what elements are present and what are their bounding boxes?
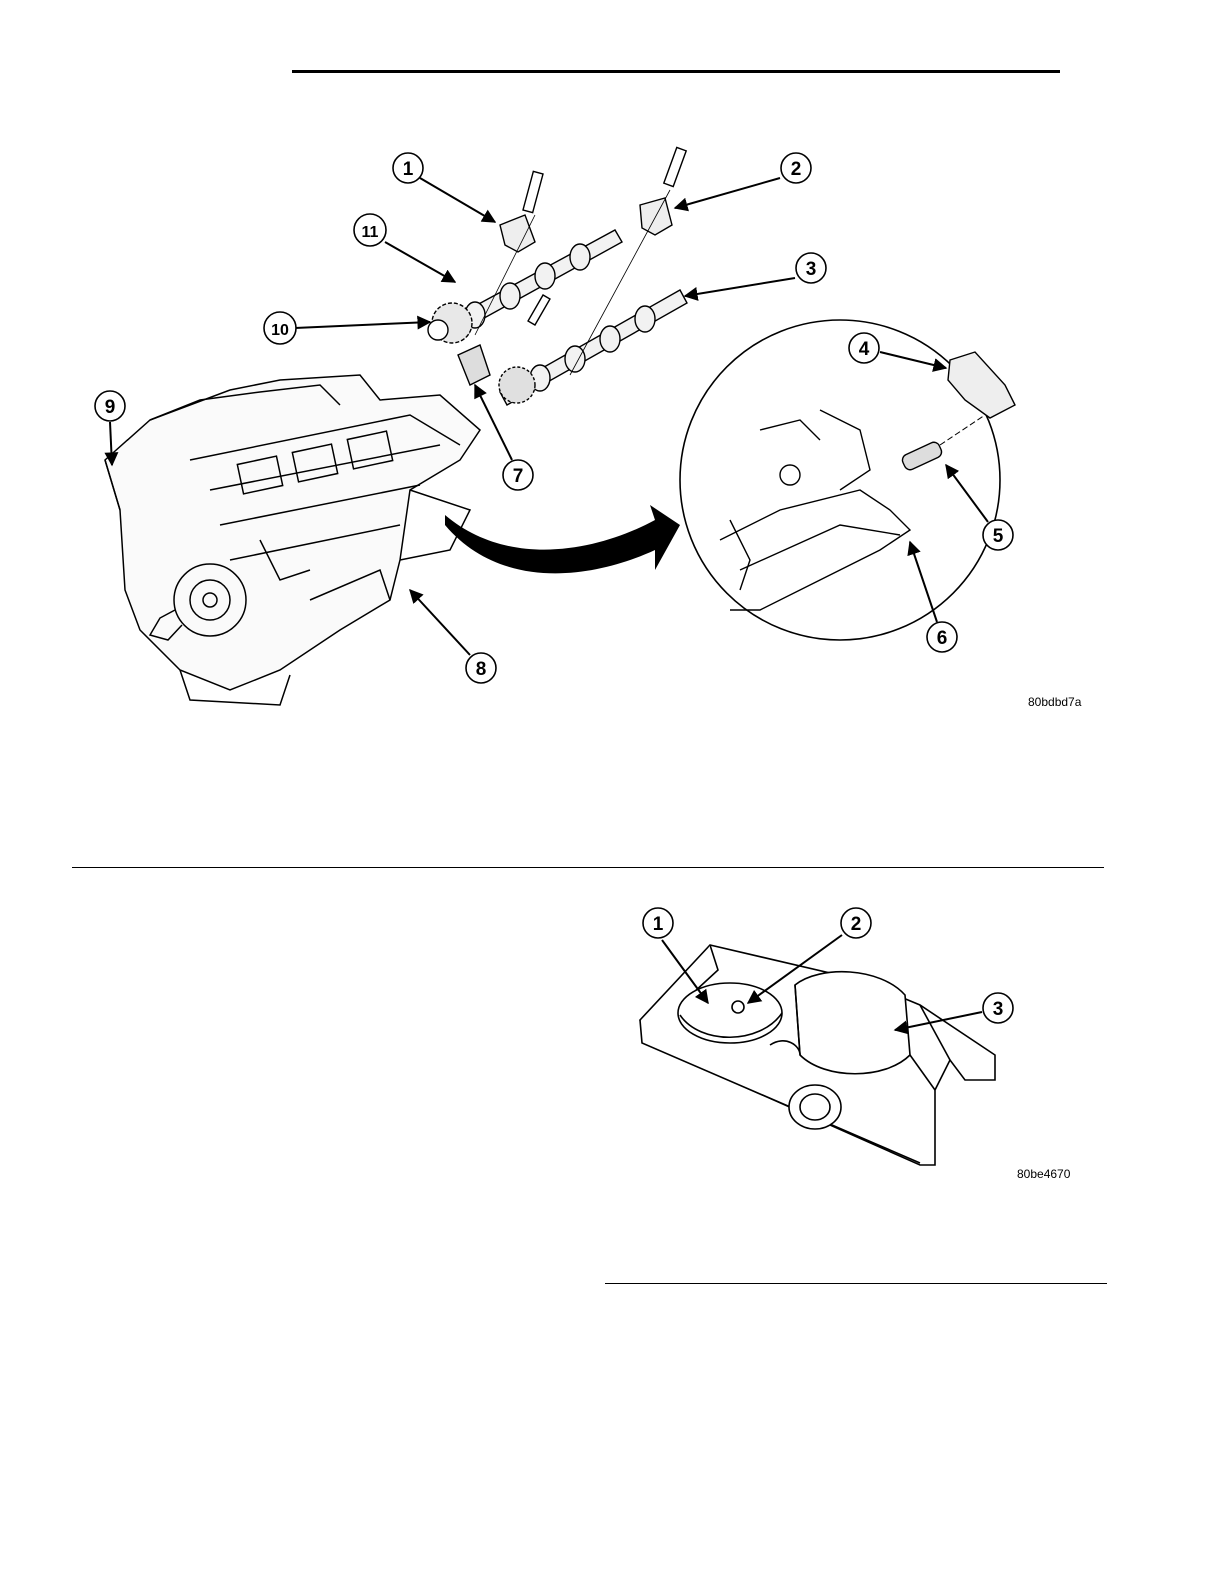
rocker-arm-drawing: [640, 945, 995, 1165]
svg-text:4: 4: [859, 339, 870, 360]
engine-block-drawing: [105, 375, 480, 705]
figure-2-illustration: 1 2 3 80be4670: [620, 895, 1090, 1190]
figure-camshaft-exploded-view: 1 2 3 4 5 6 7 8: [80, 130, 1100, 720]
figure-1-illustration: 1 2 3 4 5 6 7 8: [80, 130, 1100, 720]
callout-9: 9: [95, 391, 125, 421]
figure-rocker-arm: 1 2 3 80be4670: [620, 895, 1090, 1190]
callout-6: 6: [927, 622, 957, 652]
svg-text:5: 5: [993, 526, 1004, 547]
fig2-callout-3: 3: [983, 993, 1013, 1023]
callout-5: 5: [983, 520, 1013, 550]
header-rule: [292, 70, 1060, 73]
svg-text:7: 7: [513, 466, 524, 487]
svg-text:1: 1: [653, 914, 664, 935]
svg-text:3: 3: [993, 999, 1004, 1020]
callout-8: 8: [466, 653, 496, 683]
figure-2-bottom-rule: [605, 1283, 1107, 1284]
svg-text:9: 9: [105, 397, 116, 418]
figure-2-id-label: 80be4670: [1017, 1167, 1071, 1181]
callout-2: 2: [781, 153, 811, 183]
fig2-callout-1: 1: [643, 908, 673, 938]
callout-4: 4: [849, 333, 879, 363]
cam-phaser: [428, 303, 472, 343]
callout-3: 3: [796, 253, 826, 283]
callout-7: 7: [503, 460, 533, 490]
svg-text:3: 3: [806, 259, 817, 280]
svg-text:1: 1: [403, 159, 414, 180]
svg-text:11: 11: [362, 224, 379, 241]
svg-text:2: 2: [851, 914, 862, 935]
bearing-cap-1: [500, 215, 535, 252]
figure-1-id-label: 80bdbd7a: [1028, 695, 1082, 709]
svg-text:2: 2: [791, 159, 802, 180]
detail-pointer-arrow: [445, 505, 680, 573]
callout-11: 11: [354, 214, 386, 246]
chain-tensioner: [458, 345, 490, 385]
svg-text:10: 10: [271, 322, 289, 339]
svg-text:6: 6: [937, 628, 948, 649]
camshaft-lower: [499, 290, 687, 405]
fig2-callout-2: 2: [841, 908, 871, 938]
svg-text:8: 8: [476, 659, 487, 680]
section-rule: [72, 867, 1104, 868]
callout-1: 1: [393, 153, 423, 183]
callout-10: 10: [264, 312, 296, 344]
